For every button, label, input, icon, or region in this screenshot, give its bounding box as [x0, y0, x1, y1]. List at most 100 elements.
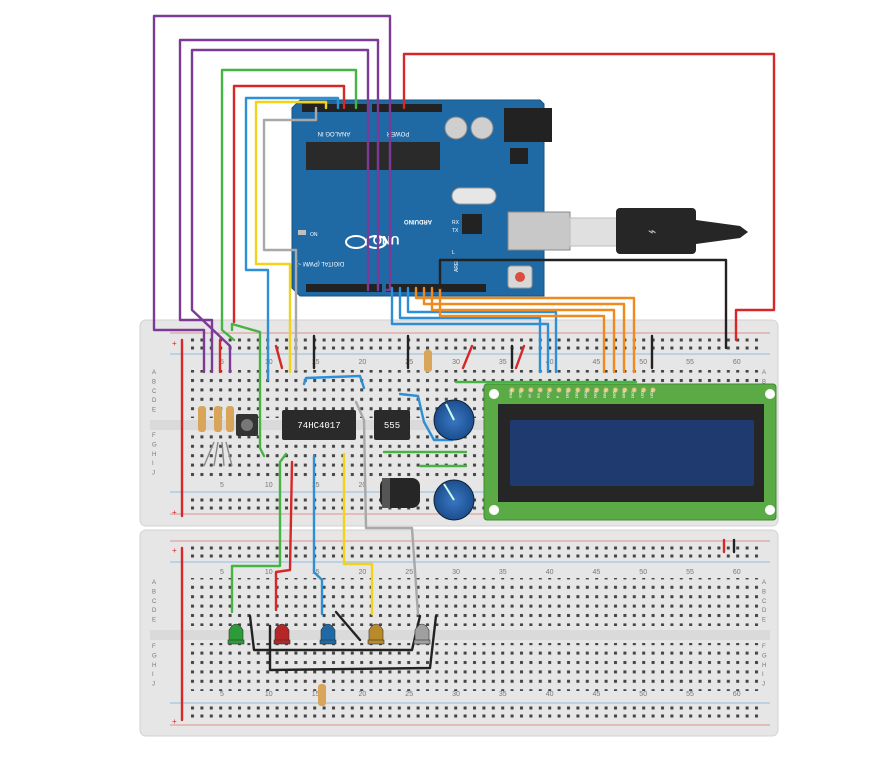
- wire-purple-1: [152, 14, 392, 374]
- led-blue: [319, 623, 337, 645]
- lcd-pin-label-6: DB0: [565, 391, 569, 398]
- column-number-30: 30: [452, 359, 460, 366]
- row-letter-G: G: [152, 653, 157, 659]
- row-letter-H: H: [152, 452, 156, 458]
- wire-green-2: [230, 322, 266, 458]
- wire-black-gnd: [438, 258, 728, 350]
- column-number-15: 15: [312, 482, 320, 489]
- tx-label: TX: [452, 228, 459, 234]
- row-letter-I: I: [152, 672, 154, 678]
- row-letter-F: F: [152, 644, 156, 650]
- led-white: [413, 623, 431, 645]
- usb-cable: ⌁: [569, 208, 748, 254]
- column-number-10: 10: [265, 569, 273, 576]
- column-number-45: 45: [593, 359, 601, 366]
- column-number-25: 25: [405, 569, 413, 576]
- arduino-logo: [345, 235, 387, 249]
- usb-chip: [462, 214, 482, 234]
- wire-red-chip: [274, 344, 284, 370]
- chip-555: 555: [374, 410, 410, 440]
- potentiometer-1[interactable]: [433, 399, 475, 441]
- led-red: [273, 623, 291, 645]
- lcd-pin-4: [546, 387, 553, 393]
- rx-label: RX: [452, 220, 460, 226]
- wire-blue-d9: [398, 286, 542, 374]
- row-letter-J-right: J: [762, 682, 765, 688]
- lcd-pin-0: [509, 387, 515, 393]
- row-letter-F: F: [152, 433, 156, 439]
- lcd-pin-2: [527, 387, 534, 393]
- digital-header-label: DIGITAL (PWM ~): [296, 260, 344, 266]
- column-number-50: 50: [639, 691, 647, 698]
- lcd-pin-label-1: VCC: [518, 390, 522, 398]
- crystal: [451, 187, 497, 205]
- wire-yellow-bottom: [342, 452, 374, 616]
- pushbutton[interactable]: [236, 414, 258, 436]
- column-number-45: 45: [593, 569, 601, 576]
- lcd-pin-label-14: LED: [641, 391, 645, 398]
- row-letter-J: J: [152, 471, 155, 477]
- column-number-40: 40: [546, 569, 554, 576]
- row-letter-D: D: [152, 608, 157, 614]
- column-number-40: 40: [546, 359, 554, 366]
- power-header-label: POWER: [386, 130, 409, 136]
- potentiometer-2[interactable]: [433, 479, 475, 521]
- column-number-5: 5: [220, 691, 224, 698]
- lcd-pin-12: [621, 387, 628, 393]
- rgb-led: [203, 441, 233, 467]
- lcd-pin-9: [593, 387, 600, 393]
- column-number-30: 30: [452, 691, 460, 698]
- row-letter-A-right: A: [762, 370, 766, 376]
- wire-red-arduino: [232, 84, 346, 324]
- lcd-pin-13: [631, 387, 638, 393]
- column-number-35: 35: [499, 359, 507, 366]
- rail-plus-label-3: +: [172, 546, 177, 555]
- column-number-35: 35: [499, 691, 507, 698]
- wire-green-1: [220, 68, 358, 342]
- column-number-5: 5: [220, 569, 224, 576]
- lcd-pin-6: [565, 387, 572, 393]
- column-number-15: 15: [312, 691, 320, 698]
- wire-green-bottom: [230, 452, 288, 614]
- rail-plus-label-4: +: [172, 717, 177, 726]
- row-letter-A: A: [152, 370, 156, 376]
- column-number-5: 5: [220, 359, 224, 366]
- digital-header-left: [306, 284, 382, 292]
- wire-red-bottom: [274, 460, 294, 612]
- wires: [152, 14, 776, 722]
- lcd-pin-5: [556, 387, 562, 393]
- leds: [227, 623, 431, 645]
- row-letter-G: G: [152, 442, 157, 448]
- column-number-10: 10: [265, 482, 273, 489]
- digital-header-right: [386, 284, 486, 292]
- power-jack: [504, 108, 552, 142]
- wire-orange-1: [414, 286, 636, 374]
- led-yellow: [367, 623, 385, 645]
- lcd-pin-label-9: DB3: [594, 391, 598, 398]
- column-number-50: 50: [639, 569, 647, 576]
- wire-orange-3: [430, 286, 616, 374]
- column-number-25: 25: [405, 359, 413, 366]
- lcd-pin-10: [603, 387, 609, 393]
- resistor-2: [214, 406, 222, 432]
- usb-port: [507, 211, 571, 251]
- arduino-brand-label: ARDUINO: [404, 218, 432, 224]
- lcd-pin-1: [518, 387, 525, 393]
- lcd-pin-15: [650, 387, 656, 393]
- reset-button-cap[interactable]: [515, 272, 525, 282]
- row-letter-C-right: C: [762, 599, 767, 605]
- row-letter-B-right: B: [762, 589, 766, 595]
- row-letter-B: B: [152, 379, 156, 385]
- wire-blue-pot: [398, 392, 454, 442]
- lcd-pin-7: [574, 387, 581, 393]
- rail-top-holes-2: [190, 544, 760, 560]
- capacitor-1: [444, 116, 468, 140]
- row-letter-D-right: D: [762, 608, 767, 614]
- column-number-50: 50: [639, 359, 647, 366]
- on-led: [298, 230, 306, 235]
- resistor-3: [226, 406, 234, 432]
- led-green: [227, 623, 245, 645]
- column-number-20: 20: [359, 482, 367, 489]
- wire-blue-d10: [406, 286, 558, 374]
